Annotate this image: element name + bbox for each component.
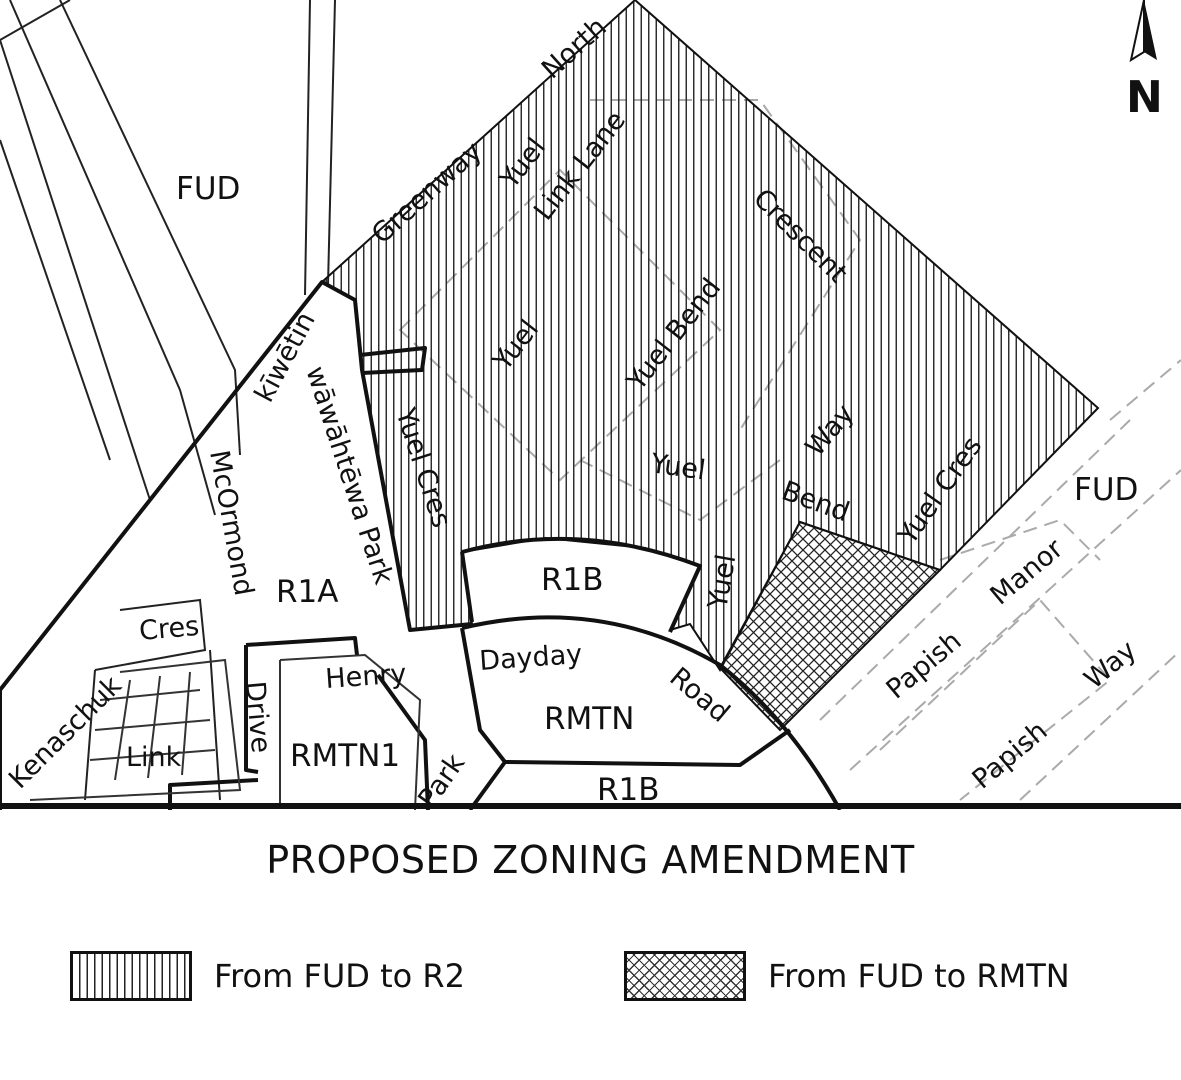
map-title: PROPOSED ZONING AMENDMENT (266, 838, 915, 882)
street-label-cres: Cres (138, 611, 201, 647)
fud-to-rmtn-area (718, 520, 942, 732)
legend-item-r2: From FUD to R2 (70, 948, 465, 1004)
zone-label-r1b-bottom: R1B (597, 772, 660, 808)
parcel-outlines (29, 653, 422, 810)
legend-item-rmtn: From FUD to RMTN (624, 948, 1070, 1004)
zone-label-r1b-top: R1B (541, 562, 604, 598)
street-label-way-2: Way (1079, 635, 1143, 696)
street-label-dayday: Dayday (478, 639, 583, 677)
background-roads (0, 0, 336, 801)
zone-label-fud-ne: FUD (1074, 472, 1138, 508)
zone-label-fud-nw: FUD (176, 171, 240, 207)
vertical-hatch-swatch (70, 951, 192, 1001)
legend-label-r2: From FUD to R2 (214, 957, 465, 995)
zone-label-rmtn1: RMTN1 (290, 738, 400, 774)
street-label-henry: Henry (324, 658, 407, 695)
north-arrow-icon: N (1126, 0, 1163, 123)
zoning-map: N FUD FUD R1A R1B R1B RMTN RMTN1 Greenwa… (0, 0, 1181, 810)
street-label-papish-1: Papish (881, 625, 968, 705)
street-label-park: Park (412, 748, 471, 810)
cross-hatch-swatch (624, 951, 746, 1001)
north-label: N (1126, 72, 1163, 123)
street-label-kenaschuk: Kenaschuk (3, 670, 128, 795)
street-label-mcormond: McOrmond (203, 448, 259, 598)
map-bottom-border (0, 803, 1181, 809)
street-label-yuel-3: Yuel (648, 448, 707, 486)
zone-boundaries (0, 280, 842, 810)
street-label-manor: Manor (985, 533, 1070, 612)
zone-label-r1a: R1A (276, 574, 338, 610)
street-label-drive: Drive (239, 680, 276, 754)
street-label-link: Link (126, 742, 182, 773)
street-label-papish-2: Papish (967, 715, 1054, 795)
legend-label-rmtn: From FUD to RMTN (768, 957, 1070, 995)
zone-label-rmtn: RMTN (544, 701, 634, 737)
